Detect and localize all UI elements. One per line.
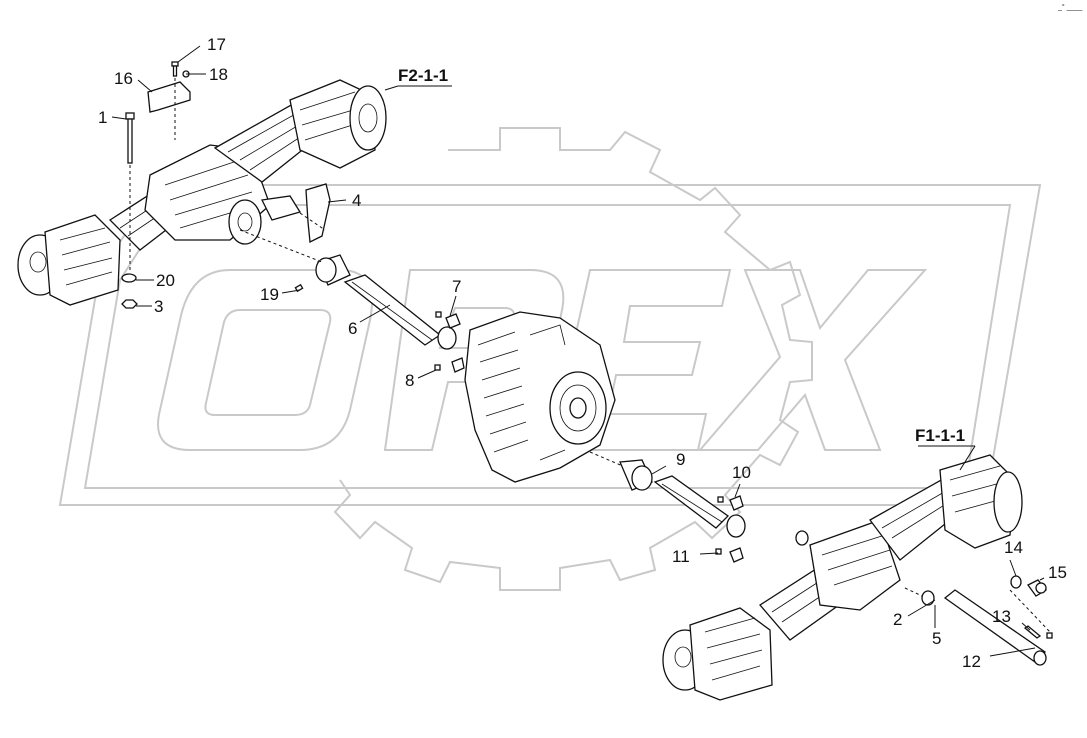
callout-2: 2	[893, 610, 902, 629]
callout-11: 11	[672, 547, 690, 566]
callout-9: 9	[676, 450, 685, 469]
part-3-nut	[121, 299, 138, 309]
part-13-pins	[1023, 625, 1053, 639]
callout-14: 14	[1004, 538, 1023, 557]
callout-12: 12	[962, 652, 981, 671]
part-6-propeller-shaft	[315, 254, 457, 350]
part-11-bolts	[715, 547, 744, 563]
part-10-clamp	[717, 495, 744, 511]
callout-18: 18	[209, 65, 228, 84]
assembly-ref-front-axle: F1-1-1	[915, 426, 965, 445]
callout-10: 10	[732, 463, 751, 482]
callout-labels: 1 2 3 4 5 6 7 8 9 10 11 12 13 14 15 16 1…	[98, 35, 1067, 671]
part-1-long-bolt	[125, 112, 135, 164]
front-axle-assembly	[662, 454, 1023, 701]
assembly-ref-rear-axle: F2-1-1	[398, 66, 448, 85]
part-9-propeller-shaft	[589, 451, 746, 538]
part-16-bracket	[147, 81, 191, 113]
part-19-bolt	[294, 283, 304, 293]
callout-16: 16	[114, 69, 133, 88]
callout-13: 13	[992, 607, 1011, 626]
part-20-washer	[121, 273, 137, 283]
watermark-letter-e	[548, 269, 732, 451]
callout-20: 20	[156, 271, 175, 290]
part-12-shaft	[943, 589, 1047, 666]
corner-mark: _° ____	[1057, 3, 1082, 11]
part-7-clamp	[435, 311, 461, 329]
rear-axle-assembly	[17, 79, 387, 306]
part-17-bolt	[171, 61, 179, 77]
watermark-letter-x	[697, 269, 928, 451]
callout-7: 7	[452, 277, 461, 296]
part-15-plug	[1027, 579, 1047, 597]
watermark-gear	[333, 127, 813, 591]
callout-1: 1	[98, 108, 107, 127]
part-8-bolts	[434, 357, 465, 373]
callout-8: 8	[405, 371, 414, 390]
part-14-ring	[1010, 575, 1022, 589]
callout-19: 19	[260, 285, 279, 304]
part-4-bracket	[305, 183, 331, 244]
leader-lines	[111, 45, 1045, 657]
callout-15: 15	[1048, 563, 1067, 582]
callout-6: 6	[348, 319, 357, 338]
callout-4: 4	[352, 191, 361, 210]
callout-17: 17	[207, 35, 226, 54]
part-2-seal	[795, 530, 809, 546]
callout-5: 5	[932, 629, 941, 648]
callout-3: 3	[154, 297, 163, 316]
transmission-gearbox	[464, 311, 616, 483]
part-5-washer	[921, 590, 935, 606]
